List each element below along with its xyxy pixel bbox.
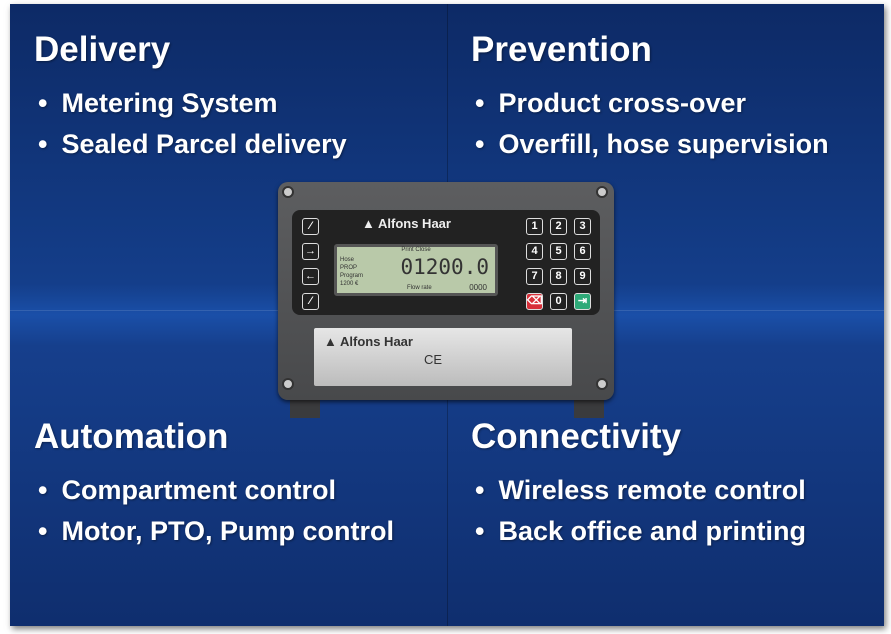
heading: Automation: [34, 417, 229, 456]
device-foot: [574, 396, 604, 418]
slide: Delivery Metering SystemSealed Parcel de…: [10, 4, 884, 626]
key-6: 6: [574, 243, 591, 260]
bullet: Wireless remote control: [471, 475, 806, 506]
quadrant-prevention: Prevention Product cross-overOverfill, h…: [471, 30, 829, 170]
scroll-up-icon: ⁄: [302, 218, 319, 235]
lcd-reading: 01200.0: [400, 255, 489, 279]
bullet: Back office and printing: [471, 516, 806, 547]
name-plate: ▲ Alfons Haar CE: [314, 328, 572, 386]
brand-logo: ▲ Alfons Haar: [362, 216, 451, 231]
lcd-label: 1200 €: [340, 281, 359, 287]
key-9: 9: [574, 268, 591, 285]
screw-icon: [596, 186, 608, 198]
scroll-down-icon: ⁄: [302, 293, 319, 310]
bullet: Overfill, hose supervision: [471, 129, 828, 160]
lcd-label: PROP: [340, 265, 358, 271]
bullet: Product cross-over: [471, 88, 829, 119]
clear-key-icon: ⌫: [526, 293, 543, 310]
lcd-display: Print Close Hose PROP Program 1200 € 012…: [334, 244, 498, 296]
lcd-header: Print Close: [401, 247, 431, 253]
screw-icon: [282, 378, 294, 390]
key-2: 2: [550, 218, 567, 235]
ce-mark: CE: [424, 352, 443, 367]
screw-icon: [596, 378, 608, 390]
plate-logo: ▲ Alfons Haar: [324, 334, 413, 349]
lcd-flow: 0000: [469, 283, 487, 292]
heading: Prevention: [471, 30, 652, 69]
key-7: 7: [526, 268, 543, 285]
lcd-flow-label: Flow rate: [407, 285, 432, 291]
device-foot: [290, 396, 320, 418]
key-4: 4: [526, 243, 543, 260]
screw-icon: [282, 186, 294, 198]
key-3: 3: [574, 218, 591, 235]
arrow-left-icon: ←: [302, 268, 319, 285]
enter-key-icon: ⇥: [574, 293, 591, 310]
key-1: 1: [526, 218, 543, 235]
key-0: 0: [550, 293, 567, 310]
heading: Connectivity: [471, 417, 682, 456]
device-body: ⁄ → ← ⁄ ▲ Alfons Haar Print Close Hose P…: [278, 182, 614, 400]
key-8: 8: [550, 268, 567, 285]
heading: Delivery: [34, 30, 171, 69]
quadrant-automation: Automation Compartment controlMotor, PTO…: [34, 417, 394, 557]
arrow-right-icon: →: [302, 243, 319, 260]
device-image: ⁄ → ← ⁄ ▲ Alfons Haar Print Close Hose P…: [278, 182, 616, 420]
bullet: Metering System: [34, 88, 347, 119]
bullet: Motor, PTO, Pump control: [34, 516, 394, 547]
bullet: Compartment control: [34, 475, 394, 506]
quadrant-connectivity: Connectivity Wireless remote controlBack…: [471, 417, 806, 557]
key-5: 5: [550, 243, 567, 260]
lcd-label: Hose: [340, 257, 355, 263]
control-panel: ⁄ → ← ⁄ ▲ Alfons Haar Print Close Hose P…: [292, 210, 600, 315]
quadrant-delivery: Delivery Metering SystemSealed Parcel de…: [34, 30, 347, 170]
bullet: Sealed Parcel delivery: [34, 129, 346, 160]
lcd-label: Program: [340, 273, 364, 279]
